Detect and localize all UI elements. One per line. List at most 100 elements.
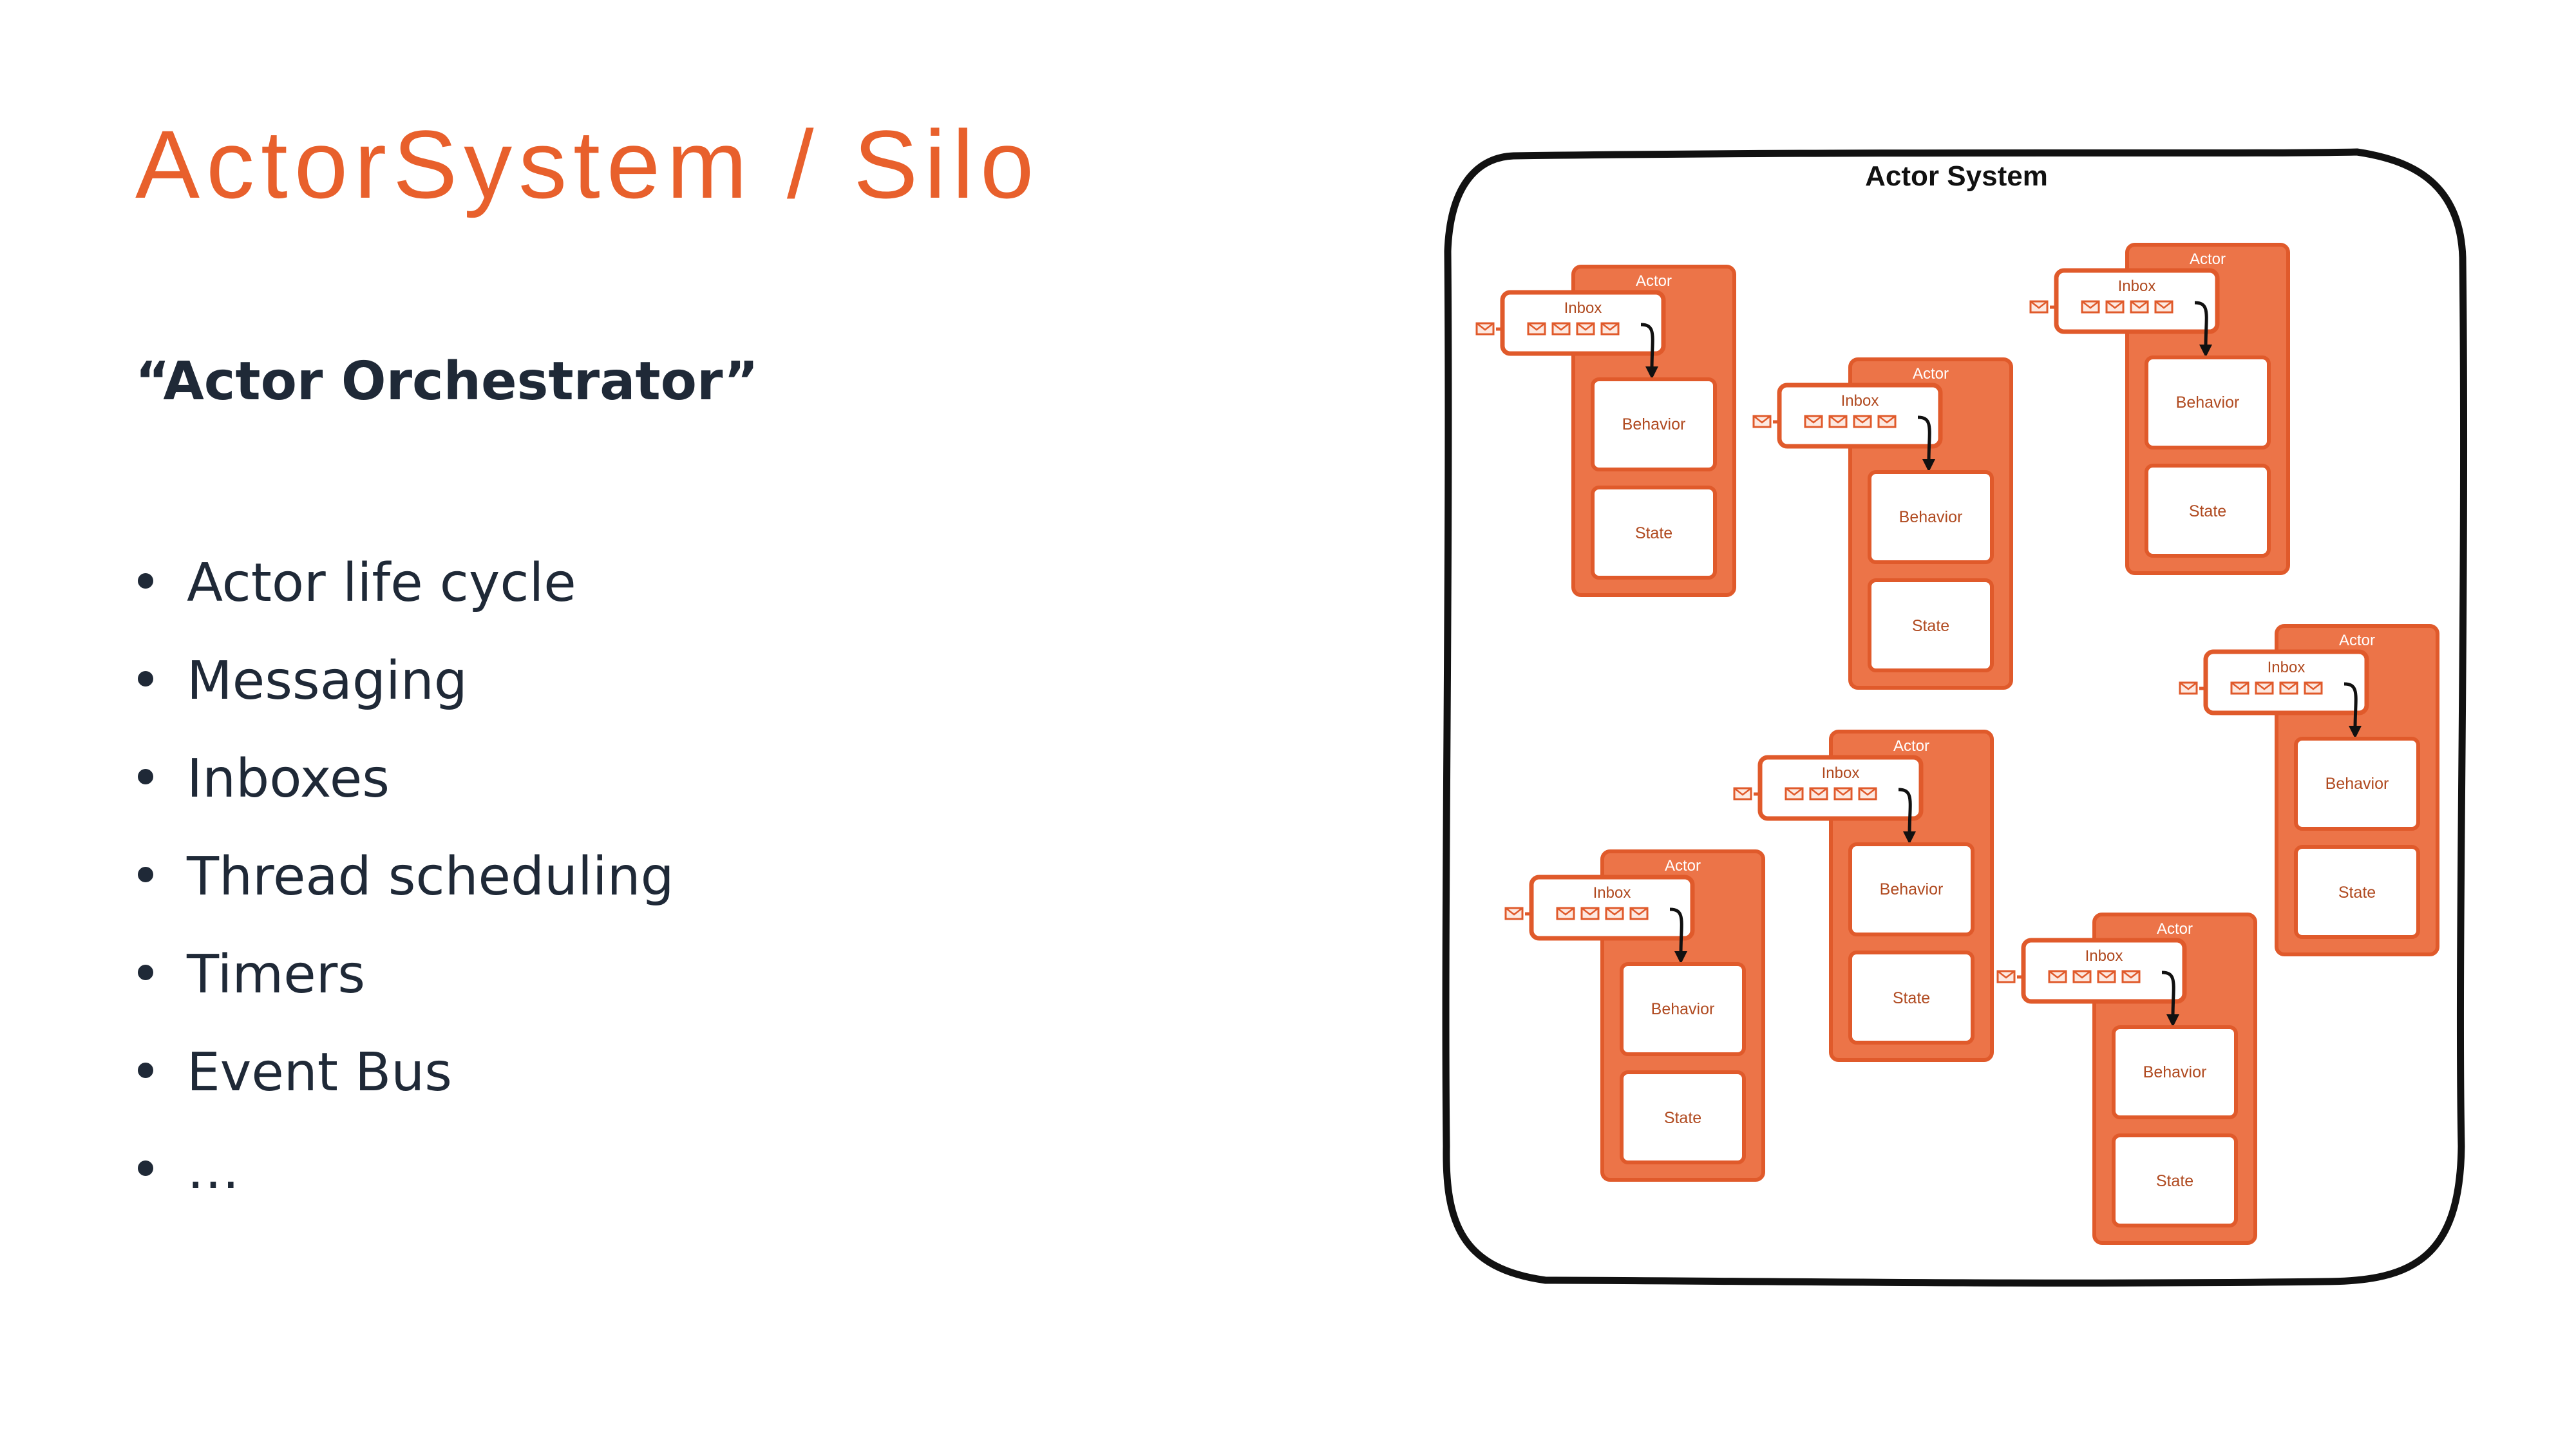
envelope-icon	[1853, 415, 1872, 428]
actor-label: Actor	[1636, 272, 1672, 290]
actor-system-label: Actor System	[1865, 160, 2048, 192]
state-box	[1868, 578, 1994, 672]
envelope-icon	[1752, 415, 1772, 428]
envelope-icon	[1733, 787, 1752, 800]
envelope-icon	[2097, 970, 2116, 983]
behavior-box	[1848, 842, 1975, 936]
state-label: State	[1893, 989, 1930, 1007]
slide-title: ActorSystem / Silo	[135, 110, 1041, 218]
inbox-label: Inbox	[2085, 947, 2123, 965]
bullet-item: Actor life cycle	[135, 547, 674, 645]
behavior-box	[1620, 962, 1746, 1056]
actor-group: ActorInboxBehaviorStateActorInboxBehavio…	[1475, 243, 2439, 1245]
state-box	[2145, 464, 2271, 558]
envelope-icon	[1629, 907, 1649, 920]
bullet-item: Messaging	[135, 645, 674, 743]
envelope-icon	[1504, 907, 1524, 920]
bullet-text: Inboxes	[187, 748, 390, 810]
behavior-label: Behavior	[1880, 880, 1944, 898]
bullet-dot-icon	[138, 573, 153, 589]
bullet-item: Event Bus	[135, 1037, 674, 1135]
behavior-box	[2112, 1025, 2238, 1119]
bullet-text: Thread scheduling	[187, 846, 674, 907]
actor-label: Actor	[1665, 857, 1701, 875]
actor-label: Actor	[1913, 365, 1949, 383]
envelope-icon	[2048, 970, 2067, 983]
inbox-label: Inbox	[1564, 299, 1602, 317]
bullet-dot-icon	[138, 1160, 153, 1176]
bullet-text: Timers	[187, 944, 366, 1005]
behavior-label: Behavior	[1622, 415, 1686, 433]
state-box	[2112, 1133, 2238, 1227]
actor-system-border	[1442, 148, 2468, 1287]
envelope-icon	[1556, 907, 1575, 920]
envelope-icon	[1475, 322, 1495, 336]
state-label: State	[1664, 1109, 1701, 1127]
envelope-icon	[1833, 787, 1853, 800]
envelope-icon	[2029, 300, 2049, 314]
behavior-label: Behavior	[2325, 775, 2389, 793]
envelope-icon	[1605, 907, 1624, 920]
flow-arrow	[2344, 682, 2358, 730]
behavior-box	[2145, 355, 2271, 450]
flow-arrowhead-icon	[2199, 345, 2212, 357]
actor-system-diagram: Actor System ActorInboxBehaviorStateActo…	[1442, 148, 2468, 1287]
flow-arrowhead-icon	[2166, 1014, 2179, 1027]
bullet-dot-icon	[138, 769, 153, 784]
envelope-icon	[1804, 415, 1823, 428]
bullet-item: Inboxes	[135, 743, 674, 841]
envelope-icon	[1809, 787, 1828, 800]
state-label: State	[2338, 884, 2376, 902]
envelope-icon	[2072, 970, 2092, 983]
state-box	[1848, 951, 1975, 1045]
flow-arrowhead-icon	[1645, 366, 1658, 379]
bullet-text: Actor life cycle	[187, 553, 576, 614]
envelope-icon	[2081, 300, 2100, 314]
envelope-icon	[1877, 415, 1897, 428]
envelope-icon	[1600, 322, 1620, 336]
state-label: State	[1912, 617, 1949, 635]
state-box	[1591, 486, 1717, 580]
state-label: State	[2189, 502, 2226, 520]
inbox-label: Inbox	[2118, 278, 2156, 295]
inbox-label: Inbox	[1841, 392, 1879, 410]
bullet-text: Event Bus	[187, 1042, 452, 1103]
actor-label: Actor	[2339, 632, 2375, 649]
envelope-icon	[2179, 681, 2198, 695]
flow-arrow	[1640, 323, 1654, 370]
bullet-text: Messaging	[187, 650, 468, 712]
flow-arrow	[1898, 788, 1912, 835]
envelope-icon	[1576, 322, 1595, 336]
bullet-item: Timers	[135, 939, 674, 1037]
envelope-icon	[1551, 322, 1571, 336]
envelope-icon	[2105, 300, 2125, 314]
envelope-icon	[1996, 970, 2016, 983]
bullet-text: …	[187, 1140, 240, 1201]
bullet-dot-icon	[138, 1063, 153, 1078]
bullet-item: Thread scheduling	[135, 841, 674, 939]
behavior-box	[1591, 377, 1717, 471]
behavior-label: Behavior	[2143, 1063, 2207, 1081]
state-label: State	[1635, 524, 1672, 542]
inbox-label: Inbox	[2268, 659, 2306, 676]
envelope-icon	[2304, 681, 2323, 695]
envelope-icon	[2154, 300, 2174, 314]
envelope-icon	[1828, 415, 1848, 428]
bullet-dot-icon	[138, 671, 153, 687]
slide-subtitle: “Actor Orchestrator”	[135, 351, 759, 412]
flow-arrowhead-icon	[2349, 726, 2362, 739]
envelope-icon	[1785, 787, 1804, 800]
envelope-icon	[1580, 907, 1600, 920]
behavior-box	[2294, 737, 2420, 831]
behavior-box	[1868, 470, 1994, 564]
envelope-icon	[1527, 322, 1546, 336]
actor-label: Actor	[2190, 251, 2226, 268]
behavior-label: Behavior	[1899, 508, 1963, 526]
envelope-icon	[2130, 300, 2149, 314]
